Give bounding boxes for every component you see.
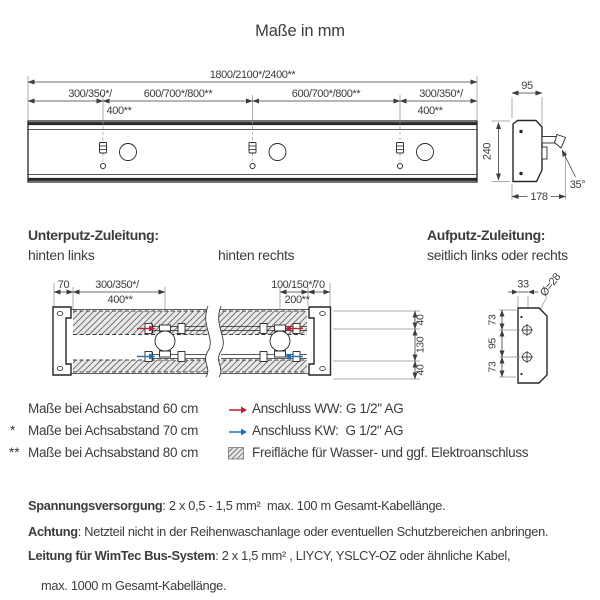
dim-label-spout-angle: 35° [570,179,585,191]
dim-label-seg1: 300/350*/ [68,88,113,100]
label-hinten-rechts: hinten rechts [218,247,295,263]
dim-label-plan-v3: 40 [415,364,427,375]
dim-label-seg4: 300/350*/ [419,88,464,100]
dim-label-70-right: 70 [313,279,325,291]
pipe-hole [521,324,533,336]
dim-label-seg1-alt: 400** [107,105,133,117]
kw-flow-arrow-icon [137,353,156,360]
dim-label-70-left: 70 [58,279,70,291]
warm-water-arrow-icon [229,406,247,414]
dim-label-plan-left-alt: 400** [108,294,134,306]
front-and-side-view-drawing: 1800/2100*/2400** 300/350*/ 600/700*/800… [27,69,586,203]
legend-text-70cm: Maße bei Achsabstand 70 cm [28,423,199,438]
note-bus-cable: Leitung für WimTec Bus-System: 2 x 1,5 m… [28,548,588,593]
break-lines [205,305,224,378]
note-text: : 2 x 1,5 mm² , LIYCY, YSLCY-OZ oder ähn… [215,548,511,563]
legend-marker: * [10,423,16,438]
legend-text-kw: Anschluss KW: G 1/2" AG [252,423,404,438]
legend-text-freiflaeche: Freifläche für Wasser- und ggf. Elektroa… [252,445,529,460]
note-power-supply: Spannungsversorgung: 2 x 0,5 - 1,5 mm² m… [28,498,588,513]
side-view [511,90,576,202]
note-lead: Spannungsversorgung [28,498,163,513]
pipe-hole [521,351,533,363]
plan-vertical-dimensions [333,310,420,380]
label-seitlich: seitlich links oder rechts [427,247,568,263]
front-dimension-lines [27,79,478,104]
plan-dimension-lines [53,283,331,310]
dim-label-seg3: 600/700*/800** [292,88,362,100]
note-lead: Leitung für WimTec Bus-System [28,548,216,563]
dim-label-plan-v2: 130 [415,336,427,353]
label-hinten-links: hinten links [28,247,95,263]
tap-station [248,121,287,170]
dim-label-total-length: 1800/2100*/2400** [210,69,297,81]
dim-label-seg4-alt: 400** [418,105,444,117]
legend-marker: ** [9,445,20,460]
cold-water-arrow-icon [229,428,247,436]
dim-label-plate-v3: 73 [487,361,499,372]
dim-label-plan-left: 300/350*/ [95,279,140,291]
plan-and-plate-drawing: 70 300/350*/ 400** 100/150*/ 70 200** [52,271,563,384]
dim-label-plan-right-alt: 200** [285,294,311,306]
tap-station [396,121,434,170]
ww-flow-arrow-icon [284,325,303,332]
dim-label-side-width: 95 [521,80,533,92]
height-dimension [491,120,510,182]
plan-view [52,305,332,378]
legend-text-ww: Anschluss WW: G 1/2" AG [252,401,404,416]
dim-label-plate-width: 33 [517,279,529,291]
legend-text-60cm: Maße bei Achsabstand 60 cm [28,401,199,416]
dim-label-plate-v1: 73 [487,314,499,325]
legend-text-80cm: Maße bei Achsabstand 80 cm [28,445,199,460]
dim-label-side-depth: 178 [530,191,547,203]
dim-label-plan-right: 100/150*/ [271,279,316,291]
wall-plate-view [499,289,548,384]
dim-label-plate-v2: 95 [487,338,499,349]
section-title-aufputz: Aufputz-Zuleitung: [427,227,546,243]
section-title-unterputz: Unterputz-Zuleitung: [28,227,159,243]
dim-label-plate-diameter: Ø=28 [538,271,563,299]
dim-label-plan-v1: 40 [415,314,427,325]
dim-label-height: 240 [482,143,494,160]
note-text: : Netzteil nicht in der Reihenwaschanlag… [77,524,549,539]
dim-label-seg2: 600/700*/800** [144,88,214,100]
note-lead: Achtung [28,524,78,539]
hatch-swatch-icon [228,447,244,460]
note-warning: Achtung: Netzteil nicht in der Reihenwas… [28,524,588,539]
ww-flow-arrow-icon [137,325,156,332]
kw-flow-arrow-icon [284,353,303,360]
note-text: : 2 x 0,5 - 1,5 mm² max. 100 m Gesamt-Ka… [162,498,446,513]
tap-station [99,121,137,170]
note-text-line2: max. 1000 m Gesamt-Kabellänge. [41,578,227,593]
page-title: Maße in mm [255,22,345,40]
